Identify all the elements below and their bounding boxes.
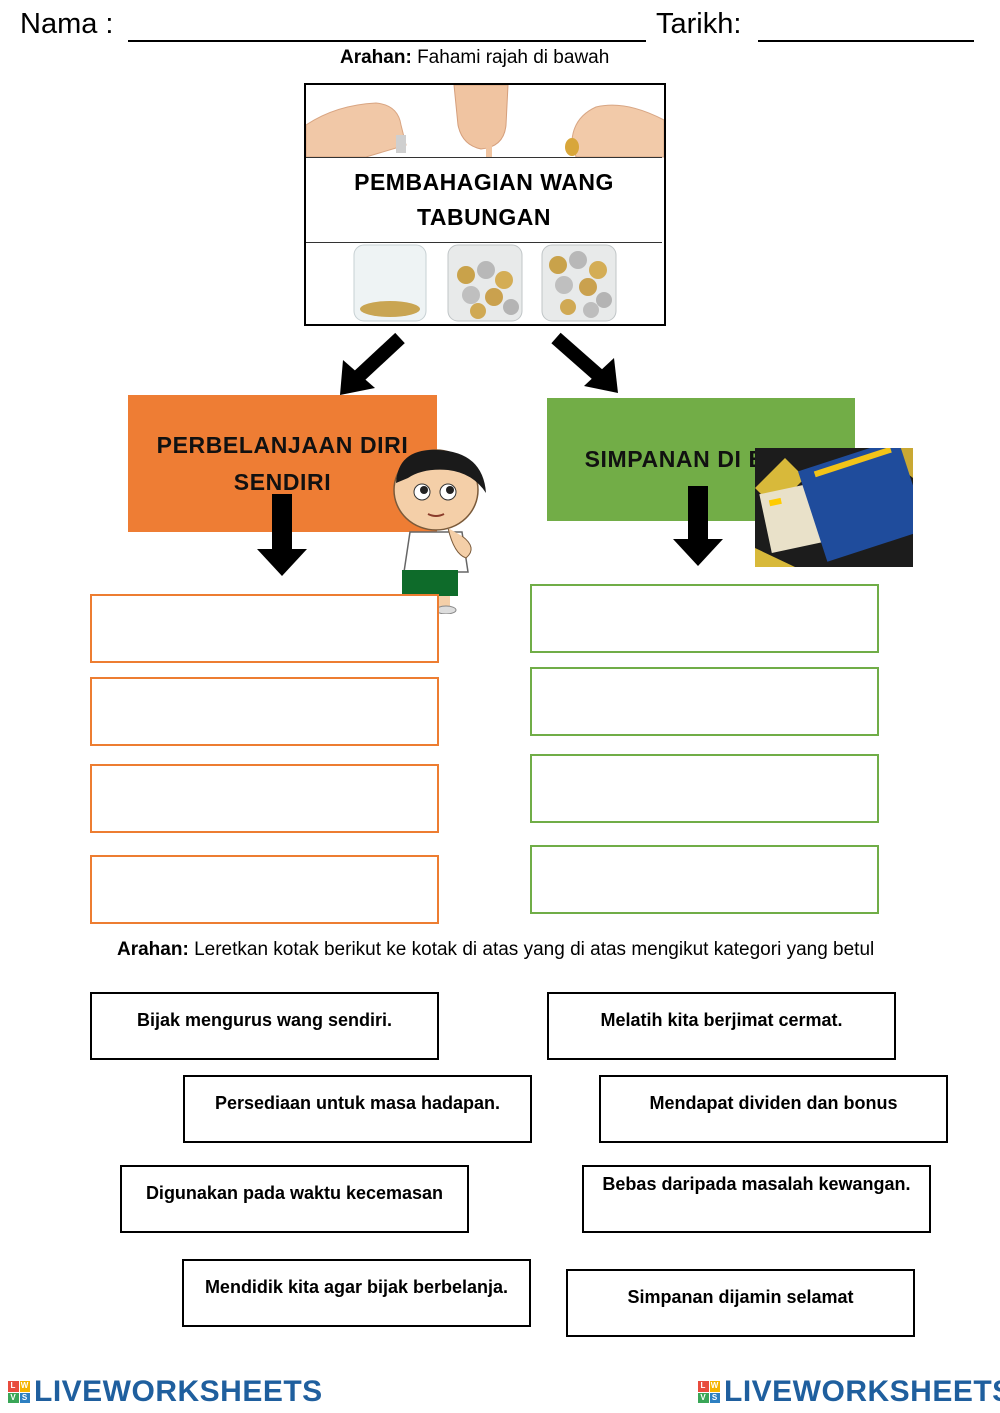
draggable-card[interactable]: Melatih kita berjimat cermat. (547, 992, 896, 1060)
draggable-card[interactable]: Simpanan dijamin selamat (566, 1269, 915, 1337)
draggable-card[interactable]: Mendidik kita agar bijak berbelanja. (182, 1259, 531, 1327)
arrow-down-left-icon (340, 332, 405, 395)
card-label: Mendapat dividen dan bonus (649, 1093, 898, 1113)
arrow-down-icon (257, 494, 307, 576)
date-label: Tarikh: (656, 8, 742, 40)
thinking-boy-illustration (393, 449, 486, 614)
instruction-top: Arahan: Fahami rajah di bawah (340, 47, 609, 69)
draggable-card[interactable]: Bijak mengurus wang sendiri. (90, 992, 439, 1060)
draggable-card[interactable]: Bebas daripada masalah kewangan. (582, 1165, 931, 1233)
instruction-bottom-text: Leretkan kotak berikut ke kotak di atas … (188, 939, 875, 960)
date-line (758, 40, 974, 42)
instruction-bottom: Arahan: Leretkan kotak berikut ke kotak … (117, 939, 874, 961)
card-label: Digunakan pada waktu kecemasan (145, 1183, 444, 1203)
name-line (128, 40, 646, 42)
draggable-card[interactable]: Digunakan pada waktu kecemasan (120, 1165, 469, 1233)
card-label: Bijak mengurus wang sendiri. (136, 1010, 393, 1030)
card-label: Persediaan untuk masa hadapan. (214, 1093, 501, 1113)
draggable-card[interactable]: Persediaan untuk masa hadapan. (183, 1075, 532, 1143)
drop-zone-bank-1[interactable] (530, 584, 879, 653)
arrow-down-icon (673, 486, 723, 566)
bank-passbook-photo (755, 448, 913, 567)
drop-zone-bank-4[interactable] (530, 845, 879, 914)
hands-and-jars-illustration (306, 85, 664, 322)
instruction-top-bold: Arahan: (340, 47, 412, 68)
instruction-top-text: Fahami rajah di bawah (411, 47, 610, 68)
card-label: Bebas daripada masalah kewangan. (602, 1174, 911, 1194)
drop-zone-bank-2[interactable] (530, 667, 879, 736)
logo-text: LIVEWORKSHEETS (34, 1375, 323, 1408)
card-label: Melatih kita berjimat cermat. (600, 1010, 843, 1030)
arrow-down-right-icon (551, 332, 618, 393)
card-label: Mendidik kita agar bijak berbelanja. (204, 1277, 509, 1297)
drop-zone-bank-3[interactable] (530, 754, 879, 823)
drop-zone-spending-4[interactable] (90, 855, 439, 924)
draggable-card[interactable]: Mendapat dividen dan bonus (599, 1075, 948, 1143)
name-label: Nama : (20, 8, 114, 40)
card-label: Simpanan dijamin selamat (627, 1287, 854, 1307)
drop-zone-spending-1[interactable] (90, 594, 439, 663)
instruction-bottom-bold: Arahan: (117, 939, 189, 960)
drop-zone-spending-2[interactable] (90, 677, 439, 746)
drop-zone-spending-3[interactable] (90, 764, 439, 833)
diagram-title: PEMBAHAGIAN WANG TABUNGAN (306, 157, 662, 243)
logo-text: LIVEWORKSHEETS (724, 1375, 1000, 1408)
savings-diagram: PEMBAHAGIAN WANG TABUNGAN (304, 83, 666, 326)
